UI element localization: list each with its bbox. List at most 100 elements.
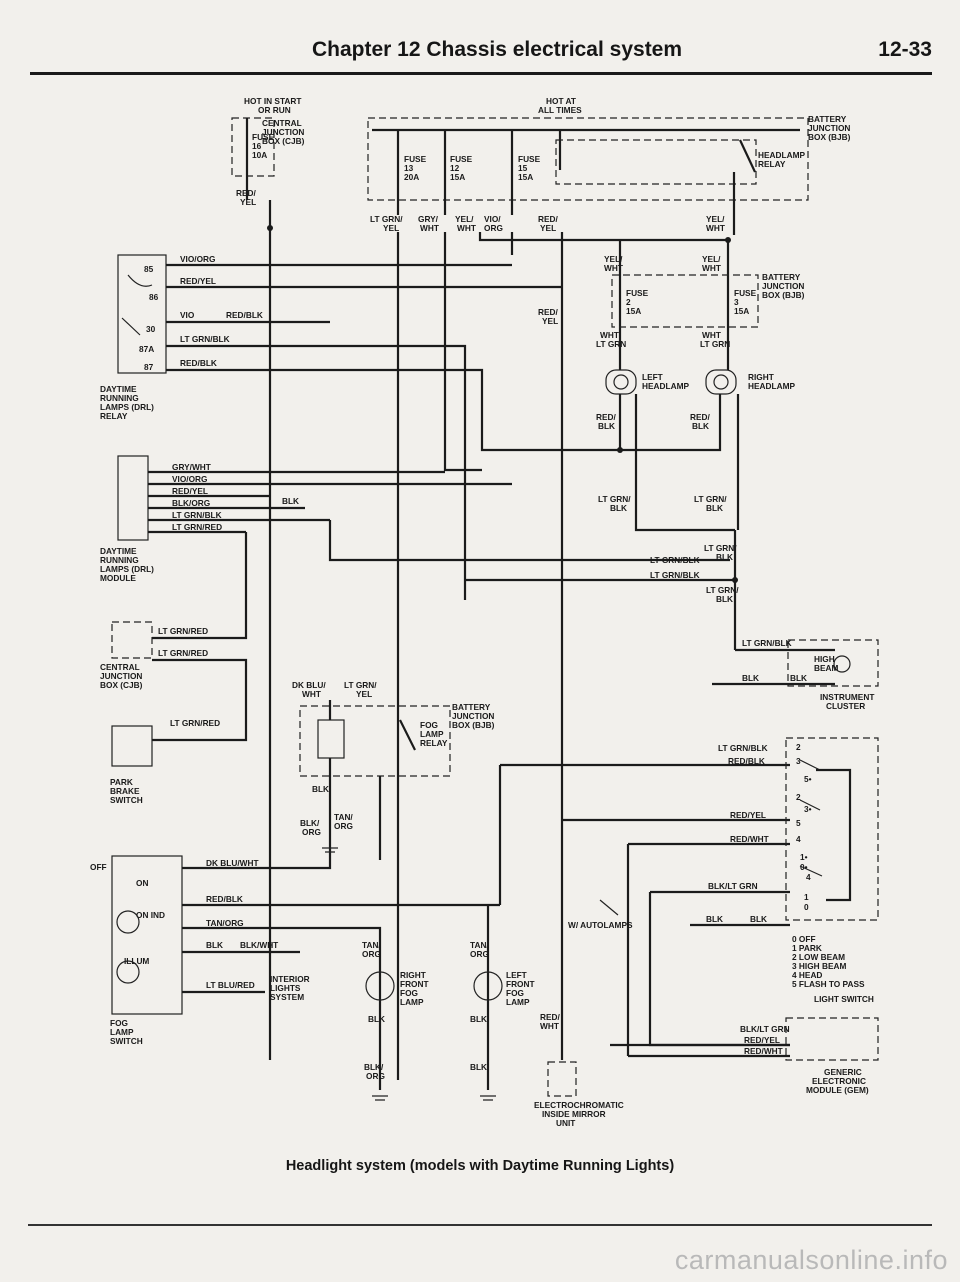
fuse13-n: 13 — [404, 163, 414, 173]
bjb2-2: JUNCTION — [762, 281, 804, 291]
gem-w3: RED/WHT — [744, 1046, 783, 1056]
fs-w4: BLK — [206, 940, 223, 950]
wire-yel-wht-top — [478, 232, 728, 242]
fuse2-a: 15A — [626, 306, 641, 316]
ls-n1s: 1• — [800, 852, 808, 862]
w2-b: WHT — [420, 223, 439, 233]
w-lt-grn-blk: LT GRN/BLK — [180, 334, 230, 344]
cjb-l-3: BOX (CJB) — [100, 680, 143, 690]
light-switch-box — [785, 737, 879, 921]
wire-lt-grn-blk-mid — [328, 520, 730, 562]
w6-b: WHT — [706, 223, 725, 233]
g-blk1: BLK — [706, 914, 723, 924]
ls-n3b: 3• — [804, 804, 812, 814]
drl-relay-l3: LAMPS (DRL) — [100, 402, 154, 412]
drl-relay-box — [117, 254, 167, 374]
ls-n2a: 2 — [796, 742, 801, 752]
ic-blk1: BLK — [742, 673, 759, 683]
cjb-l-w1: LT GRN/RED — [158, 626, 208, 636]
fog-lamp-wires — [378, 905, 490, 1090]
lf-2: FRONT — [506, 979, 535, 989]
ls0: 0 OFF — [792, 934, 816, 944]
bjb-hl-fuse-box — [611, 274, 759, 328]
fr-l2: LAMP — [420, 729, 444, 739]
int-2: LIGHTS — [270, 983, 301, 993]
headlamp-relay-box — [555, 139, 757, 185]
ls1: 1 PARK — [792, 943, 822, 953]
wire-to-headlamps — [618, 330, 730, 370]
t2: ORG — [334, 821, 353, 831]
lf-t1: TAN/ — [470, 940, 489, 950]
lh-b: LT GRN — [596, 339, 626, 349]
rf-blk: BLK — [368, 1014, 385, 1024]
w4-b: ORG — [484, 223, 503, 233]
light-switch-wiring — [816, 768, 852, 902]
rf-3: FOG — [400, 988, 418, 998]
gem-box — [785, 1017, 879, 1061]
w2-a: GRY/ — [418, 214, 439, 224]
dm-l4: MODULE — [100, 573, 136, 583]
gem-1: GENERIC — [824, 1067, 862, 1077]
gem-wires-b — [610, 1043, 790, 1058]
b1: BLK/ — [300, 818, 320, 828]
fuse12-n: 12 — [450, 163, 460, 173]
page-number: 12-33 — [878, 38, 932, 61]
fs-w3: TAN/ORG — [206, 918, 244, 928]
pb-l3: SWITCH — [110, 795, 143, 805]
watermark: carmanualsonline.info — [674, 1245, 948, 1275]
w-red-yel: RED/YEL — [180, 276, 216, 286]
fuse12-l: FUSE — [450, 154, 473, 164]
fog-on-indicator — [116, 910, 140, 934]
dm-w4: BLK/ORG — [172, 498, 210, 508]
fr-bjb1: BATTERY — [452, 702, 491, 712]
w6-a: YEL/ — [706, 214, 725, 224]
dm-w6: LT GRN/RED — [172, 522, 222, 532]
fog-relay-contact — [399, 719, 416, 751]
mid-r3: LT GRN/ — [706, 585, 739, 595]
rf-2: FRONT — [400, 979, 429, 989]
wire-87 — [166, 368, 620, 452]
drl-relay-coil — [121, 274, 153, 336]
fr-w2b: YEL — [356, 689, 372, 699]
fog-lamp-switch-box — [111, 855, 183, 1015]
fs-onind: ON IND — [136, 910, 165, 920]
fs-off: OFF — [90, 862, 107, 872]
g-w2: RED/BLK — [728, 756, 765, 766]
light-switch-contacts — [799, 759, 823, 877]
ls-n4: 4 — [796, 834, 801, 844]
label-hot-all: HOT AT — [546, 96, 576, 106]
w-red-blk-2: RED/BLK — [180, 358, 217, 368]
pin-87a: 87A — [139, 344, 154, 354]
footer-rule — [28, 1224, 932, 1226]
ls2: 2 LOW BEAM — [792, 952, 845, 962]
dm-w2: VIO/ORG — [172, 474, 208, 484]
wire-red-blk-hl — [618, 394, 722, 452]
mirror-box — [547, 1061, 577, 1097]
left-headlamp-bulb — [605, 369, 637, 395]
ls-n0: 0 — [804, 902, 809, 912]
g-w4: RED/WHT — [730, 834, 769, 844]
fs-w2: RED/BLK — [206, 894, 243, 904]
left-hl-2: HEADLAMP — [642, 381, 689, 391]
mir-2: INSIDE MIRROR — [542, 1109, 606, 1119]
w3-a: YEL/ — [455, 214, 474, 224]
mir-w2: WHT — [540, 1021, 559, 1031]
ls-n5a: 5• — [804, 774, 812, 784]
pb-l1: PARK — [110, 777, 133, 787]
w3-b: WHT — [457, 223, 476, 233]
pin-86: 86 — [149, 292, 159, 302]
w5-b: YEL — [540, 223, 556, 233]
g-blk2: BLK — [750, 914, 767, 924]
pb-w: LT GRN/RED — [170, 718, 220, 728]
ls-title: LIGHT SWITCH — [814, 994, 874, 1004]
wire-lt-grn-blk-hl — [634, 394, 740, 532]
label-hot-all-2: ALL TIMES — [538, 105, 582, 115]
fuse2-l: FUSE — [626, 288, 649, 298]
dm-w1: GRY/WHT — [172, 462, 211, 472]
bjb2-3: BOX (BJB) — [762, 290, 805, 300]
ls-n1: 1 — [804, 892, 809, 902]
right-hl-1: RIGHT — [748, 372, 774, 382]
fuse16-amp: 10A — [252, 150, 267, 160]
right-fog-lamp — [365, 971, 395, 1001]
mid-r4: BLK — [716, 594, 733, 604]
